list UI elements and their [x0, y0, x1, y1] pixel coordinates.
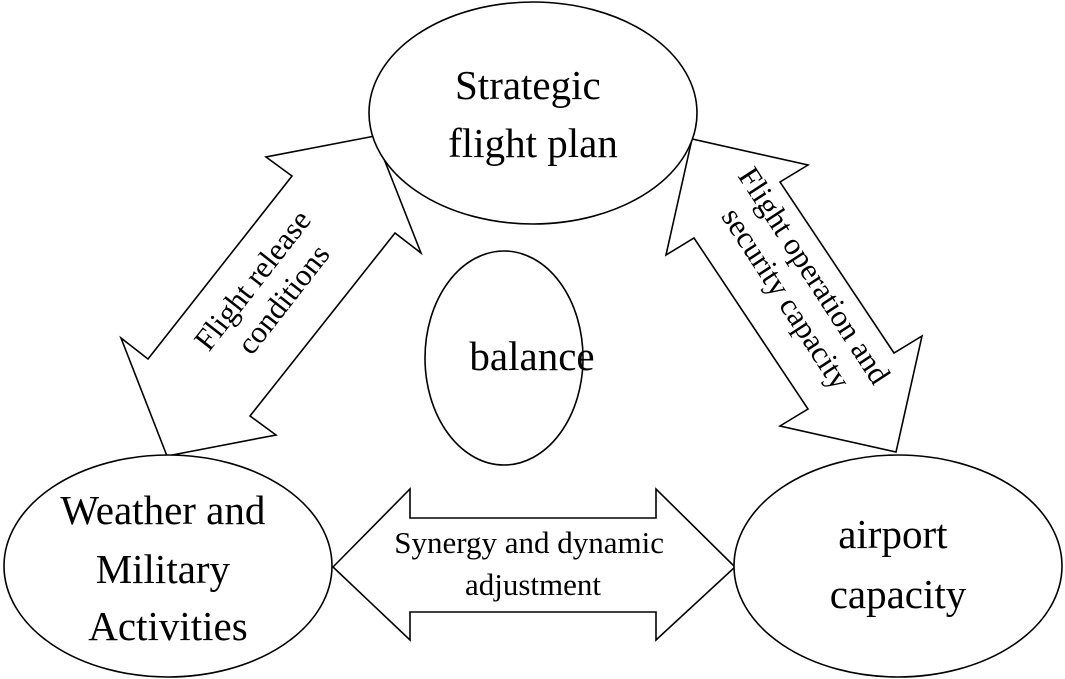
balance-circle: [424, 250, 584, 466]
weather-ellipse: [3, 454, 333, 678]
airport-label: airport capacity: [830, 511, 967, 617]
airport-label-line2: capacity: [830, 571, 967, 617]
strategic-label-line1: Strategic: [455, 62, 601, 108]
strategic-label-line2: flight plan: [448, 120, 618, 166]
node-strategic-flight-plan: Strategic flight plan: [368, 1, 698, 225]
bottom-arrow-label: Synergy and dynamic adjustment: [394, 525, 672, 602]
weather-label: Weather and Military Activities: [60, 487, 275, 649]
bottom-double-arrow: Synergy and dynamic adjustment: [331, 487, 737, 642]
weather-label-line1: Weather and: [60, 487, 265, 533]
node-weather-military: Weather and Military Activities: [3, 454, 333, 678]
strategic-label: Strategic flight plan: [448, 62, 618, 166]
node-balance: balance: [424, 250, 595, 466]
node-airport-capacity: airport capacity: [733, 454, 1063, 678]
left-double-arrow: Flight release conditions: [119, 135, 423, 457]
weather-label-line3: Activities: [88, 603, 247, 649]
airport-ellipse: [733, 454, 1063, 678]
right-arrow-shape: [664, 138, 924, 453]
strategic-ellipse: [368, 1, 698, 225]
airport-label-line1: airport: [838, 511, 948, 557]
right-double-arrow: Flight operation and security capacity: [664, 138, 924, 453]
bottom-arrow-shape: [331, 487, 737, 642]
balance-label: balance: [469, 333, 594, 379]
weather-label-line2: Military: [96, 546, 231, 592]
bottom-arrow-label-line1: Synergy and dynamic: [394, 525, 664, 560]
bottom-arrow-label-line2: adjustment: [465, 567, 601, 602]
